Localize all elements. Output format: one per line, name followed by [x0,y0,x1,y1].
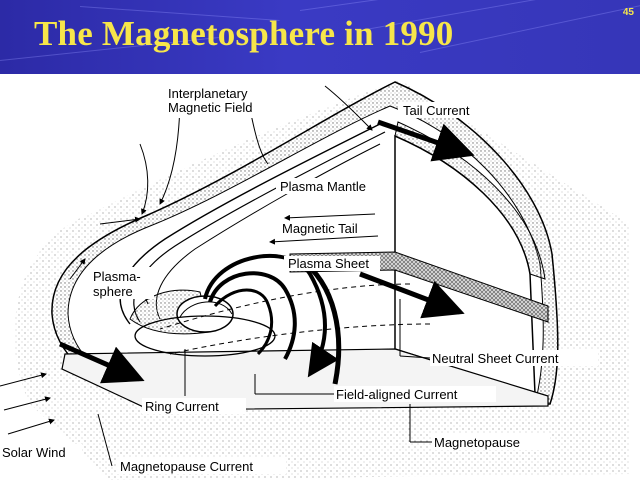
label-plasma-mantle: Plasma Mantle [280,179,366,194]
label-magnetopause: Magnetopause [434,435,520,450]
tail-current-arrow [377,119,475,162]
label-tail-current: Tail Current [403,103,470,118]
label-field-aligned-current: Field-aligned Current [336,387,458,402]
label-plasmasphere-line2: sphere [93,284,133,299]
slide-title: The Magnetosphere in 1990 [34,14,454,53]
plasma-sheet-current [359,271,465,319]
solar-wind-arrow [0,372,47,387]
title-bar: The Magnetosphere in 1990 45 [0,0,640,74]
label-plasmasphere-line1: Plasma- [93,269,141,284]
magnetosphere-diagram: Interplanetary Magnetic Field Tail Curre… [0,80,630,480]
label-plasma-sheet: Plasma Sheet [288,256,369,271]
field-aligned-loops [203,253,339,378]
label-interplanetary-line1: Interplanetary [168,86,248,101]
label-neutral-sheet-current: Neutral Sheet Current [432,351,559,366]
label-ring-current: Ring Current [145,399,219,414]
earth [176,295,234,333]
label-solar-wind: Solar Wind [2,445,66,460]
slide-number: 45 [622,7,634,18]
label-magnetopause-current: Magnetopause Current [120,459,253,474]
label-magnetic-tail: Magnetic Tail [282,221,358,236]
label-interplanetary-line2: Magnetic Field [168,100,253,115]
magnetopause-current-arrow [58,341,145,384]
